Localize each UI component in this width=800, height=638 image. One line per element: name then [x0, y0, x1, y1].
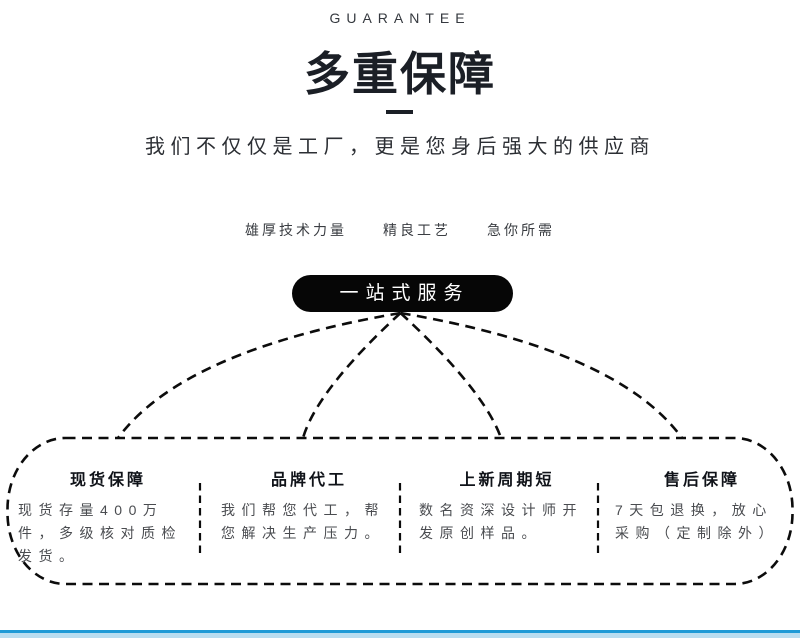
connector-outer-left — [116, 311, 401, 439]
column-body: 7天包退换，放心 采购（定制除外） — [615, 502, 779, 541]
column-title: 品牌代工 — [270, 472, 347, 489]
column-title: 上新周期短 — [459, 472, 555, 489]
feature-tagline-row: 雄厚技术力量 精良工艺 急你所需 — [0, 220, 800, 240]
column-title: 售后保障 — [663, 472, 740, 489]
service-pill-label: 一站式服务 — [339, 283, 470, 304]
feature-tagline-2: 精良工艺 — [383, 222, 451, 238]
column-brand-oem: 品牌代工 我们帮您代工，帮 您解决生产压力。 — [221, 466, 397, 545]
connector-inner-left — [301, 312, 402, 439]
title-divider — [386, 110, 413, 114]
feature-tagline-1: 雄厚技术力量 — [245, 222, 347, 238]
connector-inner-right — [399, 312, 503, 439]
bottom-accent-line — [0, 630, 800, 633]
bottom-accent-strip — [0, 633, 800, 638]
column-fast-new-arrivals: 上新周期短 数名资深设计师开 发原创样品。 — [419, 466, 595, 545]
column-body: 现货存量400万 件，多级核对质检 发货。 — [18, 502, 182, 564]
column-body: 数名资深设计师开 发原创样品。 — [419, 502, 583, 541]
column-body: 我们帮您代工，帮 您解决生产压力。 — [221, 502, 385, 541]
page-title: 多重保障 — [304, 48, 496, 100]
service-pill: 一站式服务 — [292, 275, 513, 312]
feature-tagline-3: 急你所需 — [487, 222, 555, 238]
eyebrow-label: GUARANTEE — [329, 10, 471, 26]
guarantee-card-outline — [6, 436, 794, 586]
connector-outer-right — [400, 311, 684, 439]
column-title: 现货保障 — [69, 472, 146, 489]
subtitle: 我们不仅仅是工厂，更是您身后强大的供应商 — [145, 136, 655, 158]
column-after-sales: 售后保障 7天包退换，放心 采购（定制除外） — [615, 466, 789, 545]
column-stock-guarantee: 现货保障 现货存量400万 件，多级核对质检 发货。 — [18, 466, 198, 568]
